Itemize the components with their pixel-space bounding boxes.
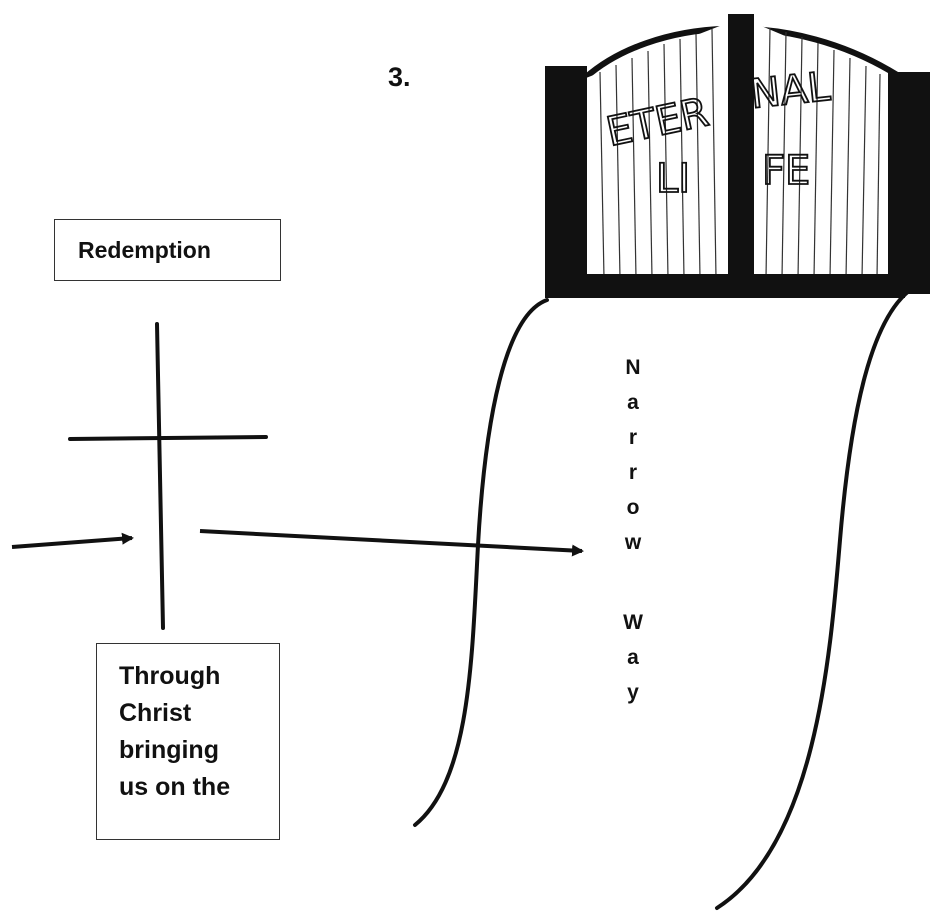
narrow-way-label: N a r r o w W a y: [618, 350, 648, 710]
through-line-3: bringing: [119, 732, 279, 769]
way-letter: a: [618, 640, 648, 675]
through-line-4: us on the: [119, 769, 279, 806]
gate-text-li: LI: [656, 156, 690, 202]
narrow-letter: N: [618, 350, 648, 385]
gate-left-post: [545, 66, 587, 298]
cross-icon: [70, 324, 266, 628]
gate-center-post: [728, 14, 754, 276]
narrow-letter: r: [618, 420, 648, 455]
through-christ-box: Through Christ bringing us on the: [96, 643, 280, 840]
arrow-into-cross: [12, 538, 132, 547]
through-line-2: Christ: [119, 695, 279, 732]
way-letter: y: [618, 675, 648, 710]
cross-horizontal-beam: [70, 437, 266, 439]
redemption-box: Redemption: [54, 219, 281, 281]
gate-right-post: [888, 72, 930, 294]
cross-vertical-beam: [157, 324, 163, 628]
step-number: 3.: [388, 62, 411, 93]
path-left-edge: [415, 300, 547, 825]
path-right-edge: [717, 285, 918, 908]
arrow-to-narrow-way: [200, 531, 582, 551]
gate-text-nal: NAL: [748, 64, 833, 118]
through-line-1: Through: [119, 658, 279, 695]
gate-text-fe: FE: [762, 148, 810, 194]
way-letter: W: [618, 605, 648, 640]
narrow-letter: r: [618, 455, 648, 490]
gate-bottom-bar: [570, 274, 905, 298]
narrow-letter: a: [618, 385, 648, 420]
redemption-label: Redemption: [78, 237, 211, 264]
narrow-letter: w: [618, 525, 648, 560]
narrow-letter: o: [618, 490, 648, 525]
gate-icon: ETER NAL LI FE: [545, 14, 930, 298]
word-gap: [618, 560, 648, 605]
